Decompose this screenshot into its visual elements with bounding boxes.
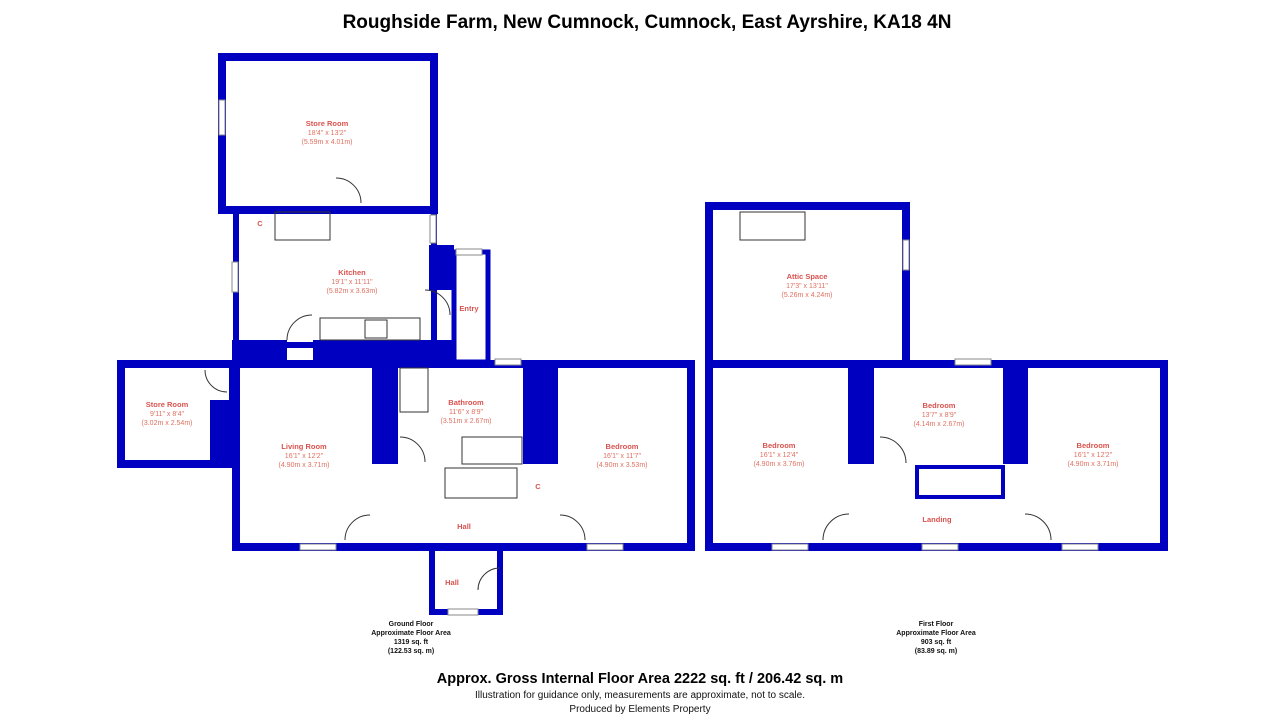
svg-text:16'1" x 12'4": 16'1" x 12'4" (760, 452, 799, 459)
room-living-room: Living Room 16'1" x 12'2" (4.90m x 3.71m… (279, 442, 330, 469)
svg-text:First Floor: First Floor (919, 621, 954, 628)
svg-text:Bedroom: Bedroom (1077, 441, 1110, 450)
svg-text:(83.89 sq. m): (83.89 sq. m) (915, 648, 957, 655)
room-bedroom-2: Bedroom 13'7" x 8'9" (4.14m x 2.67m) (914, 401, 965, 428)
svg-text:(3.51m x 2.67m): (3.51m x 2.67m) (441, 418, 492, 425)
room-attic-space: Attic Space 17'3" x 13'11" (5.26m x 4.24… (782, 272, 833, 299)
svg-text:Store Room: Store Room (306, 119, 349, 128)
svg-text:(4.90m x 3.71m): (4.90m x 3.71m) (279, 462, 330, 469)
ground-floor-plan (117, 53, 695, 616)
svg-text:Approximate Floor Area: Approximate Floor Area (896, 630, 976, 637)
room-kitchen: Kitchen 19'1" x 11'11" (5.82m x 3.63m) (327, 268, 378, 295)
gross-area: Approx. Gross Internal Floor Area 2222 s… (437, 671, 843, 687)
kitchen-wall (233, 207, 437, 348)
svg-text:Bathroom: Bathroom (448, 398, 484, 407)
svg-text:16'1" x 11'7": 16'1" x 11'7" (603, 453, 641, 460)
svg-text:(122.53 sq. m): (122.53 sq. m) (388, 648, 434, 655)
svg-text:(4.14m x 2.67m): (4.14m x 2.67m) (914, 421, 965, 428)
room-hall: Hall (457, 522, 471, 531)
svg-text:Living Room: Living Room (281, 442, 327, 451)
svg-text:Bedroom: Bedroom (763, 441, 796, 450)
svg-text:Kitchen: Kitchen (338, 268, 366, 277)
room-cupboard-1: C (257, 219, 263, 228)
svg-text:9'11" x 8'4": 9'11" x 8'4" (150, 411, 184, 418)
svg-text:(3.02m x 2.54m): (3.02m x 2.54m) (142, 420, 193, 427)
svg-text:11'6" x 8'9": 11'6" x 8'9" (449, 409, 483, 416)
room-entry: Entry (459, 304, 479, 313)
producer: Produced by Elements Property (569, 704, 710, 715)
svg-text:(5.82m x 3.63m): (5.82m x 3.63m) (327, 288, 378, 295)
svg-text:Approximate Floor Area: Approximate Floor Area (371, 630, 451, 637)
svg-text:903 sq. ft: 903 sq. ft (921, 639, 952, 646)
room-store-room-2: Store Room 9'11" x 8'4" (3.02m x 2.54m) (142, 400, 193, 427)
svg-text:Bedroom: Bedroom (606, 442, 639, 451)
svg-text:(5.26m x 4.24m): (5.26m x 4.24m) (782, 292, 833, 299)
first-floor-area: First Floor Approximate Floor Area 903 s… (896, 621, 976, 655)
svg-text:17'3" x 13'11": 17'3" x 13'11" (786, 283, 828, 290)
disclaimer: Illustration for guidance only, measurem… (475, 690, 805, 701)
svg-text:(4.90m x 3.53m): (4.90m x 3.53m) (597, 462, 648, 469)
svg-text:18'4" x 13'2": 18'4" x 13'2" (308, 130, 347, 137)
svg-text:19'1" x 11'11": 19'1" x 11'11" (331, 279, 373, 286)
room-store-room-1: Store Room 18'4" x 13'2" (5.59m x 4.01m) (302, 119, 353, 146)
svg-text:Ground Floor: Ground Floor (389, 621, 434, 628)
svg-text:13'7" x 8'9": 13'7" x 8'9" (922, 412, 957, 419)
room-hall-2: Hall (445, 578, 459, 587)
room-cupboard-2: C (535, 482, 541, 491)
room-bathroom: Bathroom 11'6" x 8'9" (3.51m x 2.67m) (441, 398, 492, 425)
svg-text:Attic Space: Attic Space (787, 272, 828, 281)
svg-text:Store Room: Store Room (146, 400, 189, 409)
svg-text:(5.59m x 4.01m): (5.59m x 4.01m) (302, 139, 353, 146)
svg-text:1319 sq. ft: 1319 sq. ft (394, 639, 429, 646)
svg-text:16'1" x 12'2": 16'1" x 12'2" (285, 453, 324, 460)
first-floor-plan (705, 202, 1168, 551)
room-bedroom-1: Bedroom 16'1" x 12'4" (4.90m x 3.76m) (754, 441, 805, 468)
ground-floor-area: Ground Floor Approximate Floor Area 1319… (371, 621, 451, 655)
room-landing: Landing (922, 515, 952, 524)
svg-text:(4.90m x 3.76m): (4.90m x 3.76m) (754, 461, 805, 468)
room-bedroom-3: Bedroom 16'1" x 12'2" (4.90m x 3.71m) (1068, 441, 1119, 468)
svg-text:16'1" x 12'2": 16'1" x 12'2" (1074, 452, 1113, 459)
room-bedroom-ground: Bedroom 16'1" x 11'7" (4.90m x 3.53m) (597, 442, 648, 469)
plan-title: Roughside Farm, New Cumnock, Cumnock, Ea… (343, 12, 952, 33)
svg-text:(4.90m x 3.71m): (4.90m x 3.71m) (1068, 461, 1119, 468)
svg-text:Bedroom: Bedroom (923, 401, 956, 410)
